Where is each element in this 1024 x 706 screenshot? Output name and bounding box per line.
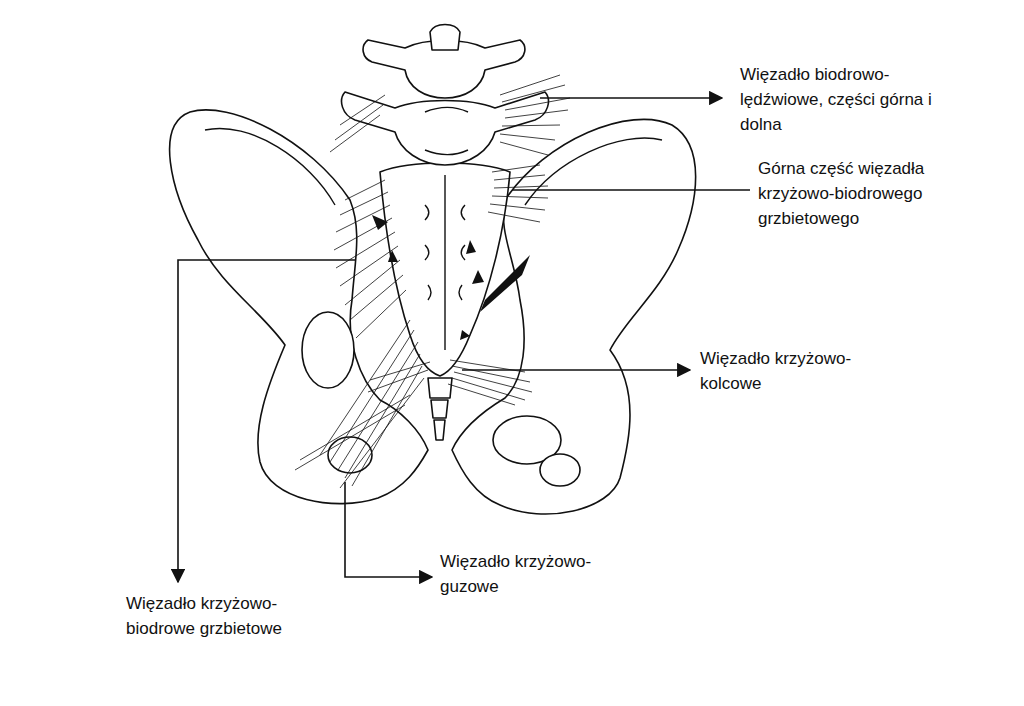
iliac-crest-line <box>525 138 662 205</box>
label-holder: Górna część więzadła krzyżowo-biodrowego… <box>758 156 970 231</box>
ligament-label: Więzadło krzyżowo-guzowe <box>440 549 630 599</box>
obturator-foramen <box>302 312 354 388</box>
ligament-label: Więzadło biodrowo-lędźwiowe, części górn… <box>740 62 952 137</box>
coccyx <box>428 378 452 440</box>
leader-line <box>462 369 690 371</box>
spinous-process <box>430 25 460 51</box>
label-holder: Więzadło biodrowo-lędźwiowe, części górn… <box>740 62 952 137</box>
leader-line <box>540 97 722 99</box>
vertebral-body <box>425 108 468 155</box>
iliac-crest-line <box>205 128 335 205</box>
leader-line <box>345 482 432 577</box>
ligament-fibres <box>295 320 424 488</box>
ligament-fibres <box>330 75 570 155</box>
leader-line <box>512 189 750 191</box>
label-holder: Więzadło krzyżowo-biodrowe grzbietowe <box>126 591 316 641</box>
ligament-label: Górna część więzadła krzyżowo-biodrowego… <box>758 156 970 231</box>
ligament-fibres <box>488 165 548 222</box>
leader-line <box>178 260 355 582</box>
ligament-fibres <box>334 180 406 338</box>
ligament-label: Więzadło krzyżowo-biodrowe grzbietowe <box>126 591 316 641</box>
ligament-label: Więzadło krzyżowo-kolcowe <box>700 346 890 396</box>
sacrum <box>380 163 510 376</box>
acetabulum <box>540 454 580 486</box>
label-holder: Więzadło krzyżowo-guzowe <box>440 549 630 599</box>
sacral-foramen <box>372 215 530 340</box>
sacral-ridge <box>425 175 465 350</box>
label-holder: Więzadło krzyżowo-kolcowe <box>700 346 890 396</box>
